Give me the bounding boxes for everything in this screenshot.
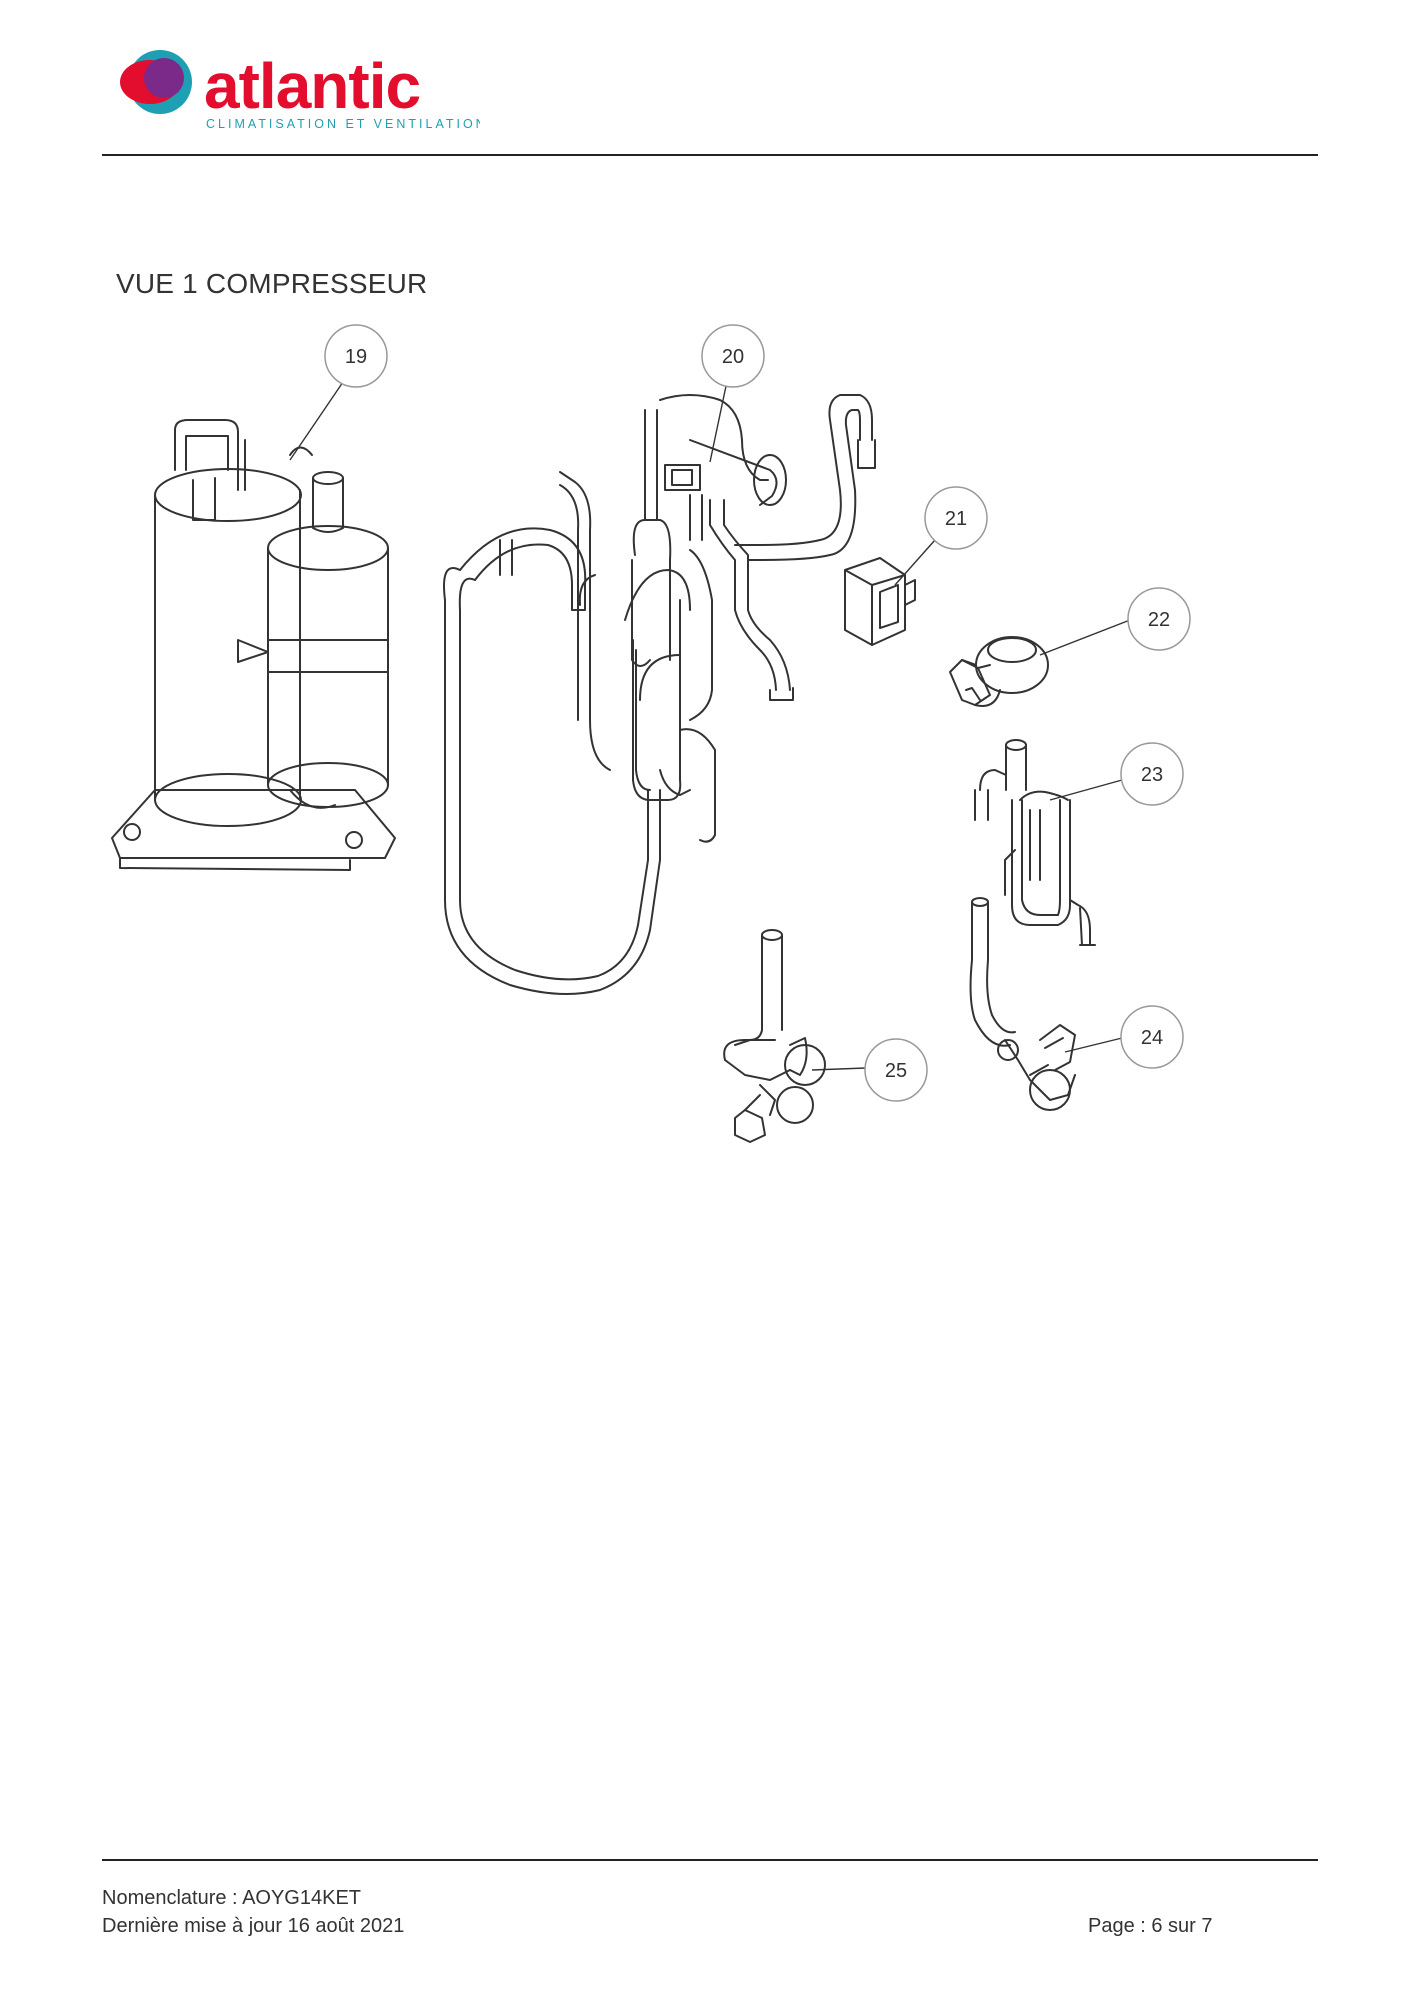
solenoid-drawing [949, 636, 1049, 707]
callout-23-circle [1120, 742, 1184, 806]
section-title: VUE 1 COMPRESSEUR [116, 268, 428, 299]
callout-22-label: 22 [1148, 609, 1170, 631]
callout-25-label: 25 [885, 1060, 907, 1082]
leader-25 [811, 1067, 867, 1071]
footer-nomenclature: Nomenclature : AOYG14KET [102, 1887, 362, 1909]
footer-page-number: Page : 6 sur 7 [1088, 1915, 1213, 1937]
leader-20 [709, 385, 727, 463]
atlantic-logo: atlantic CLIMATISATION ET VENTILATION [120, 50, 480, 131]
callout-22-circle [1127, 587, 1191, 651]
piping-assembly-drawing [443, 394, 876, 995]
service-valve-24-drawing [969, 897, 1076, 1111]
footer-rule [102, 1859, 1318, 1861]
four-way-valve-drawing [974, 739, 1096, 946]
callout-23-label: 23 [1141, 764, 1163, 786]
compressor-drawing [111, 419, 396, 871]
callout-21-label: 21 [945, 508, 967, 530]
callout-21-circle [924, 486, 988, 550]
callout-24-circle [1120, 1005, 1184, 1069]
callout-19-circle [324, 324, 388, 388]
brand-tagline: CLIMATISATION ET VENTILATION [206, 117, 480, 131]
leader-21 [894, 539, 936, 586]
leader-22 [1039, 619, 1131, 656]
callout-20-label: 20 [722, 346, 744, 368]
coil-drawing [844, 557, 916, 646]
callout-19-label: 19 [345, 346, 367, 368]
callout-20-circle [701, 324, 765, 388]
leader-19 [289, 381, 344, 461]
service-valve-25-drawing [723, 929, 826, 1143]
callout-25-circle [864, 1038, 928, 1102]
leader-23 [1049, 779, 1123, 801]
leader-24 [1064, 1037, 1123, 1053]
header-rule [102, 154, 1318, 156]
callout-24-label: 24 [1141, 1027, 1163, 1049]
footer-last-updated: Dernière mise à jour 16 août 2021 [102, 1915, 405, 1937]
brand-wordmark: atlantic [204, 50, 420, 122]
